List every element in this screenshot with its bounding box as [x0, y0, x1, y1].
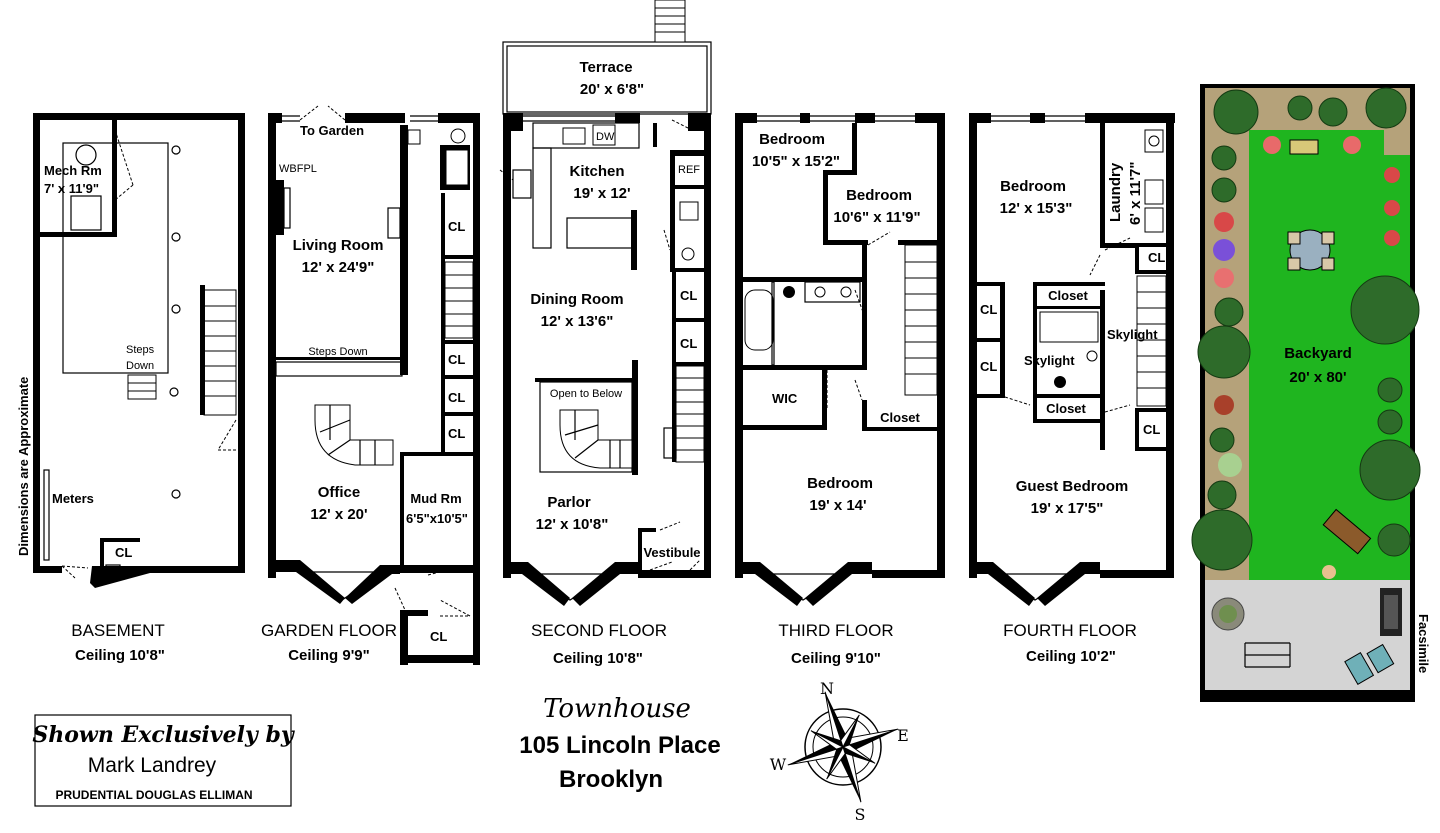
garden-floor-title: GARDEN FLOOR	[261, 621, 397, 640]
third-bedroom-3-dim: 19' x 14'	[809, 497, 866, 514]
backyard-dim: 20' x 80'	[1289, 369, 1346, 386]
third-bedroom-3-name: Bedroom	[807, 475, 873, 492]
mech-room-dim: 7' x 11'9"	[44, 181, 99, 196]
garden-closet-3: CL	[448, 390, 465, 405]
steps-label-2: Down	[126, 360, 154, 372]
fourth-closet-1: CL	[1148, 250, 1165, 265]
kitchen-name: Kitchen	[569, 163, 624, 180]
office-dim: 12' x 20'	[310, 506, 367, 523]
agent-line-1: Shown Exclusively by	[32, 722, 295, 748]
agent-box: Shown Exclusively by Mark Landrey PRUDEN…	[32, 714, 296, 807]
garden-floor-plan: To Garden WBFPL Living Room 12' x 24'9" …	[261, 105, 480, 665]
third-bedroom-1-name: Bedroom	[759, 131, 825, 148]
garden-closet-5: CL	[430, 629, 447, 644]
fourth-closet-bottom: Closet	[1046, 401, 1086, 416]
compass-south: S	[855, 805, 866, 824]
fourth-floor-title: FOURTH FLOOR	[1003, 621, 1137, 640]
second-floor-plan: Terrace 20' x 6'8" DW REF Kitchen 19' x …	[499, 0, 712, 667]
property-title: Townhouse 105 Lincoln Place Brooklyn	[519, 694, 720, 793]
backyard-plan: Backyard 20' x 80'	[1191, 84, 1421, 702]
third-bedroom-1-dim: 10'5" x 15'2"	[752, 153, 840, 170]
kitchen-dim: 19' x 12'	[573, 185, 630, 202]
third-closet-label: Closet	[880, 410, 920, 425]
dimensions-note: Dimensions are Approximate	[16, 377, 31, 556]
fourth-bedroom-name: Bedroom	[1000, 178, 1066, 195]
fourth-bedroom-dim: 12' x 15'3"	[1000, 200, 1073, 217]
walk-in-closet-label: WIC	[772, 391, 798, 406]
basement-closet-label: CL	[115, 545, 132, 560]
basement-ceiling: Ceiling 10'8"	[75, 647, 165, 664]
laundry-dim: 6' x 11'7"	[1127, 162, 1144, 225]
mud-room-name: Mud Rm	[410, 491, 461, 506]
flower-icon	[1213, 136, 1400, 477]
office-name: Office	[318, 484, 361, 501]
garden-closet-2: CL	[448, 352, 465, 367]
third-floor-ceiling: Ceiling 9'10"	[791, 650, 881, 667]
compass-rose-icon	[787, 691, 899, 803]
fourth-closet-4: CL	[1143, 422, 1160, 437]
open-to-below-label: Open to Below	[550, 388, 622, 400]
parlor-dim: 12' x 10'8"	[536, 516, 609, 533]
second-closet-2: CL	[680, 336, 697, 351]
garden-closet-1: CL	[448, 219, 465, 234]
parlor-name: Parlor	[547, 494, 591, 511]
compass-west: W	[770, 755, 787, 774]
garden-closet-4: CL	[448, 426, 465, 441]
dishwasher-label: DW	[596, 131, 615, 143]
vestibule-label: Vestibule	[643, 545, 700, 560]
mud-room-dim: 6'5"x10'5"	[406, 511, 468, 526]
third-floor-title: THIRD FLOOR	[778, 621, 893, 640]
third-bedroom-2-dim: 10'6" x 11'9"	[833, 209, 920, 226]
fourth-closet-2: CL	[980, 302, 997, 317]
laundry-name: Laundry	[1107, 162, 1124, 222]
refrigerator-label: REF	[678, 164, 700, 176]
compass-north: N	[820, 679, 834, 698]
living-room-dim: 12' x 24'9"	[302, 259, 375, 276]
third-bedroom-2-name: Bedroom	[846, 187, 912, 204]
title-line-1: Townhouse	[543, 694, 691, 724]
garden-floor-ceiling: Ceiling 9'9"	[288, 647, 370, 664]
shrub-icon	[1191, 87, 1421, 571]
title-line-3: Brooklyn	[559, 766, 663, 793]
agent-name: Mark Landrey	[88, 754, 217, 777]
steps-down-label: Steps Down	[308, 346, 367, 358]
basement-plan: Mech Rm 7' x 11'9" Steps Down Meters CL …	[33, 113, 245, 664]
fourth-closet-top: Closet	[1048, 288, 1088, 303]
compass-east: E	[897, 726, 909, 745]
living-room-name: Living Room	[293, 237, 384, 254]
skylight-label-1: Skylight	[1107, 327, 1158, 342]
skylight-label-2: Skylight	[1024, 353, 1075, 368]
steps-label-1: Steps	[126, 344, 155, 356]
mech-room-name: Mech Rm	[44, 163, 102, 178]
basement-title: BASEMENT	[71, 621, 165, 640]
fourth-closet-3: CL	[980, 359, 997, 374]
guest-bedroom-dim: 19' x 17'5"	[1031, 500, 1104, 517]
second-floor-ceiling: Ceiling 10'8"	[553, 650, 643, 667]
facsimile-note: Facsimile	[1416, 614, 1431, 673]
wbfpl-label: WBFPL	[279, 163, 317, 175]
second-closet-1: CL	[680, 288, 697, 303]
dining-room-name: Dining Room	[530, 291, 623, 308]
guest-bedroom-name: Guest Bedroom	[1016, 478, 1129, 495]
dining-room-dim: 12' x 13'6"	[541, 313, 614, 330]
backyard-name: Backyard	[1284, 345, 1352, 362]
terrace-name: Terrace	[579, 59, 632, 76]
to-garden-label: To Garden	[300, 123, 364, 138]
third-floor-plan: Bedroom 10'5" x 15'2" Bedroom 10'6" x 11…	[735, 113, 945, 667]
second-floor-title: SECOND FLOOR	[531, 621, 667, 640]
title-line-2: 105 Lincoln Place	[519, 732, 720, 759]
fourth-floor-plan: Bedroom 12' x 15'3" Laundry 6' x 11'7" C…	[969, 113, 1175, 665]
fourth-floor-ceiling: Ceiling 10'2"	[1026, 648, 1116, 665]
agent-company: PRUDENTIAL DOUGLAS ELLIMAN	[55, 788, 252, 802]
terrace-dim: 20' x 6'8"	[580, 81, 644, 98]
meters-label: Meters	[52, 491, 94, 506]
